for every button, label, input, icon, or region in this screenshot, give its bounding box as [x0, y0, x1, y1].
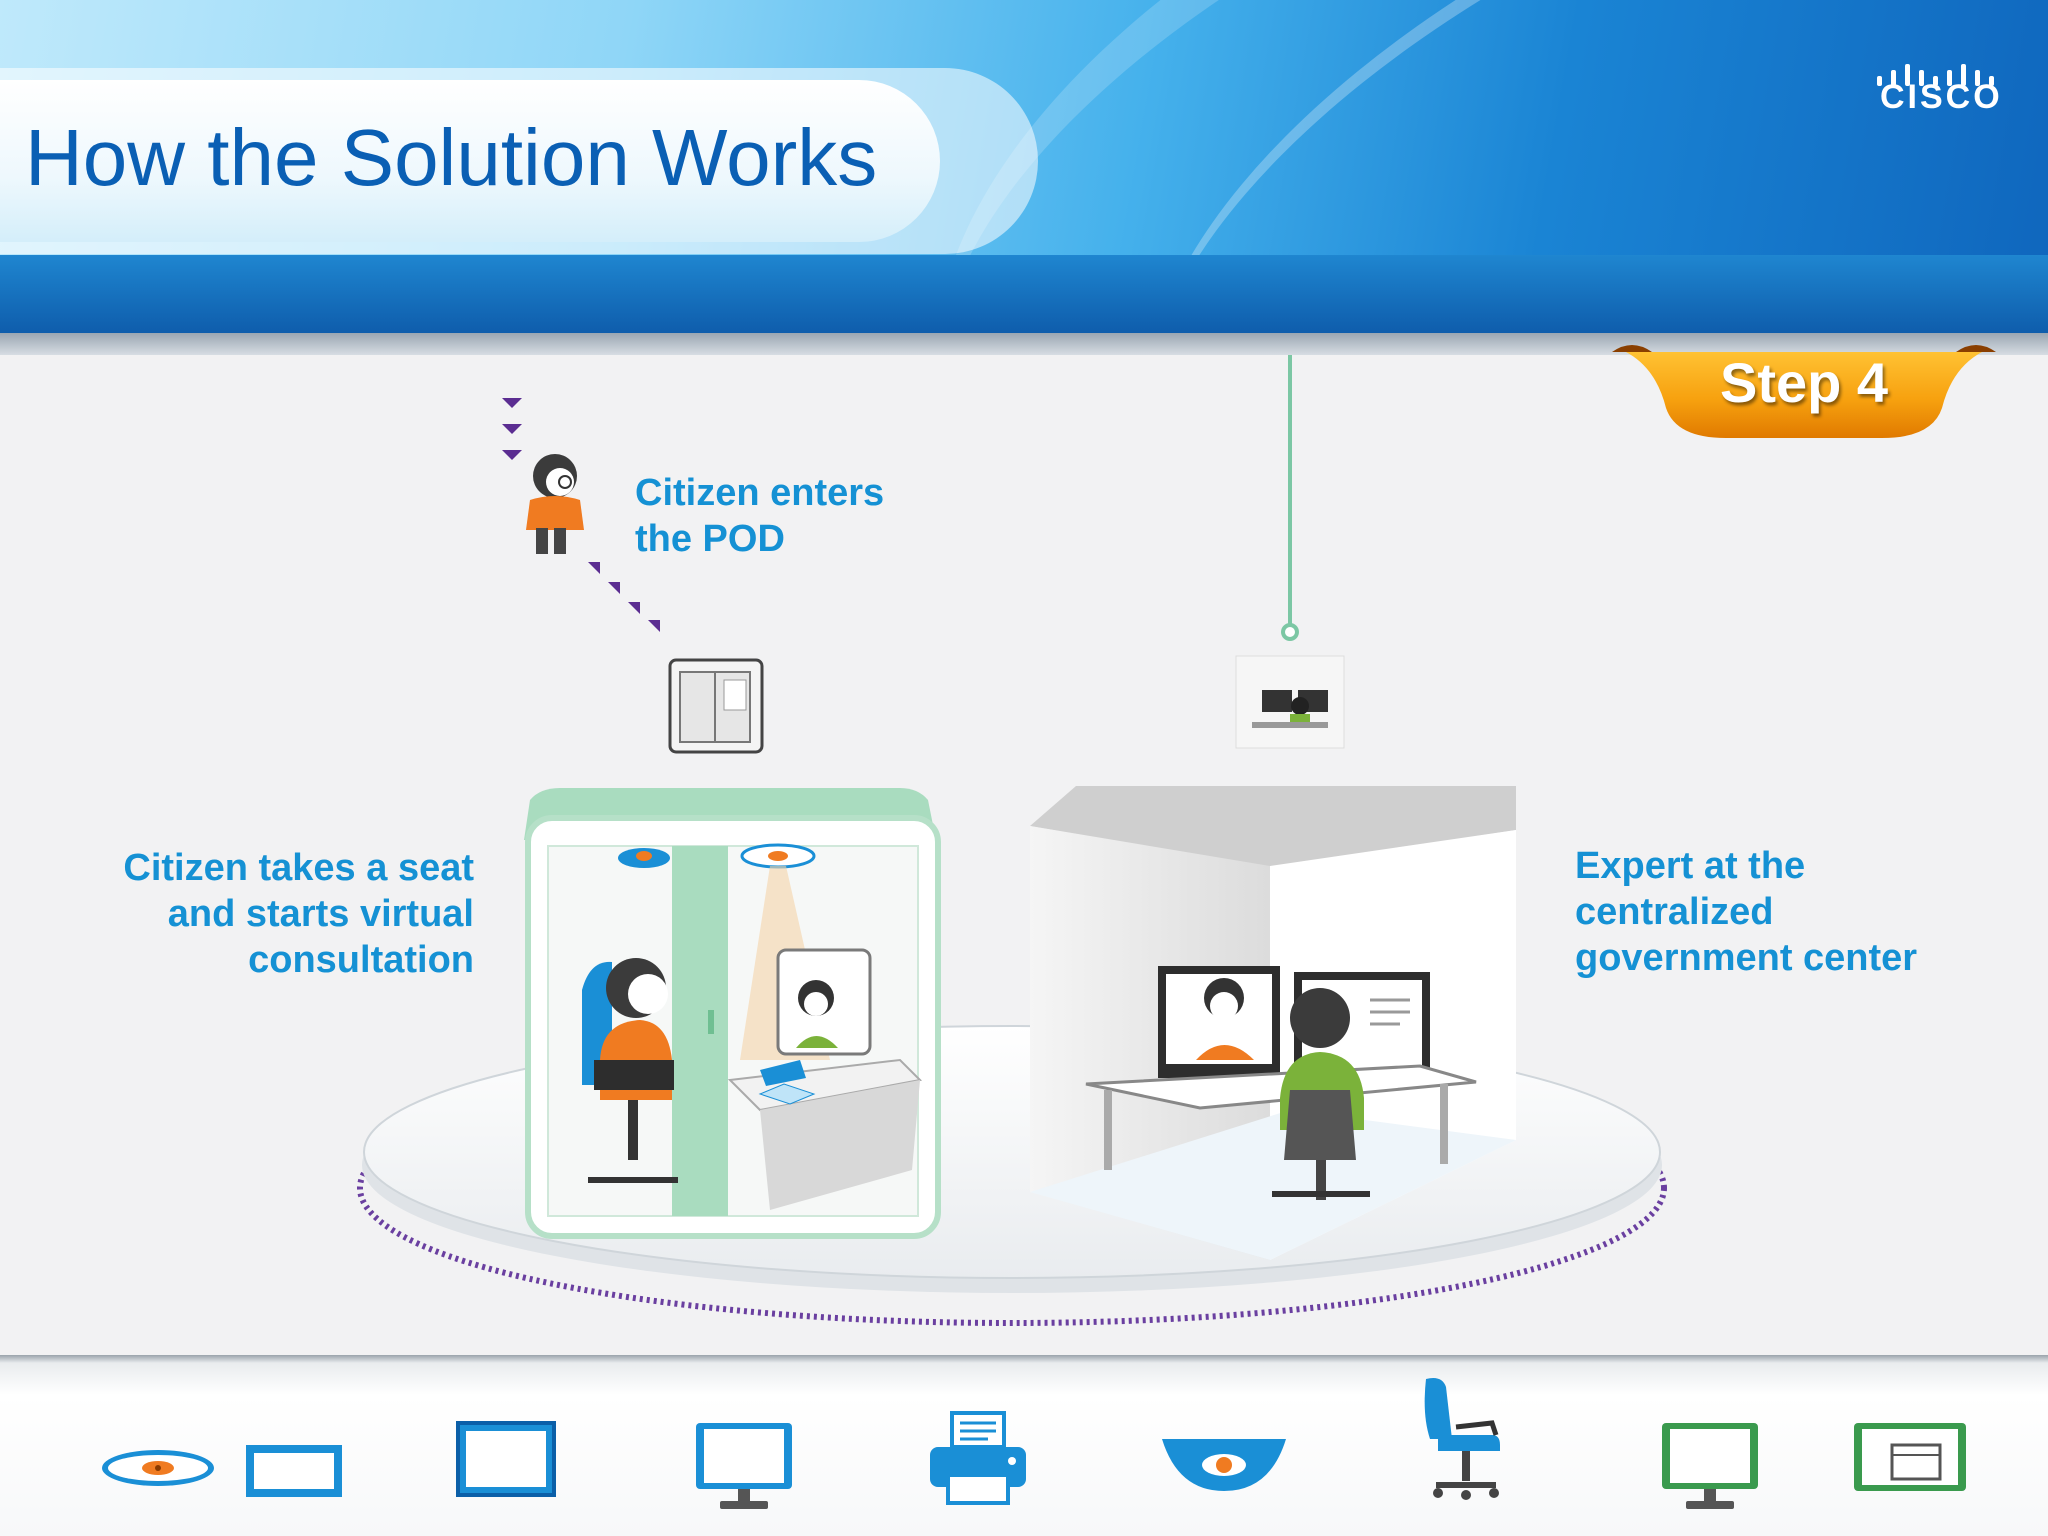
connector-node — [1281, 623, 1299, 641]
touch-screen-icon[interactable] — [456, 1421, 556, 1497]
step-badge-ribbon — [1612, 345, 1996, 438]
pod-thumbnail-icon — [668, 658, 764, 754]
citizen-enters-label: Citizen enters the POD — [635, 472, 885, 560]
walking-citizen-icon — [526, 454, 584, 554]
ceiling-camera-icon[interactable] — [98, 1443, 218, 1493]
cisco-wordmark: CISCO — [1880, 78, 2003, 116]
cisco-logo-icon — [1877, 64, 1994, 86]
solution-diagram — [357, 355, 1667, 1326]
title-pill — [0, 80, 940, 242]
expert-room-thumbnail-icon — [1235, 655, 1345, 749]
step-label: Step 4 — [1719, 351, 1889, 414]
citizen-pod-booth — [524, 788, 941, 1239]
expert-label: Expert at the centralized government cen… — [1575, 845, 1918, 979]
citizen-seat-label: Citizen takes a seat and starts virtual … — [123, 847, 474, 981]
display-panel-icon[interactable] — [244, 1443, 344, 1499]
monitor-icon[interactable] — [694, 1421, 794, 1517]
dual-monitor-icon[interactable] — [1660, 1421, 1760, 1517]
dome-camera-icon[interactable] — [1160, 1435, 1288, 1495]
document-scanner-icon[interactable] — [1852, 1421, 1968, 1493]
entry-path-arrows — [502, 398, 660, 632]
chair-icon[interactable] — [1418, 1375, 1508, 1505]
bottom-toolbar — [0, 1355, 2048, 1536]
printer-icon[interactable] — [928, 1411, 1028, 1507]
page-title: How the Solution Works — [25, 113, 878, 202]
expert-office-room — [1030, 786, 1516, 1260]
